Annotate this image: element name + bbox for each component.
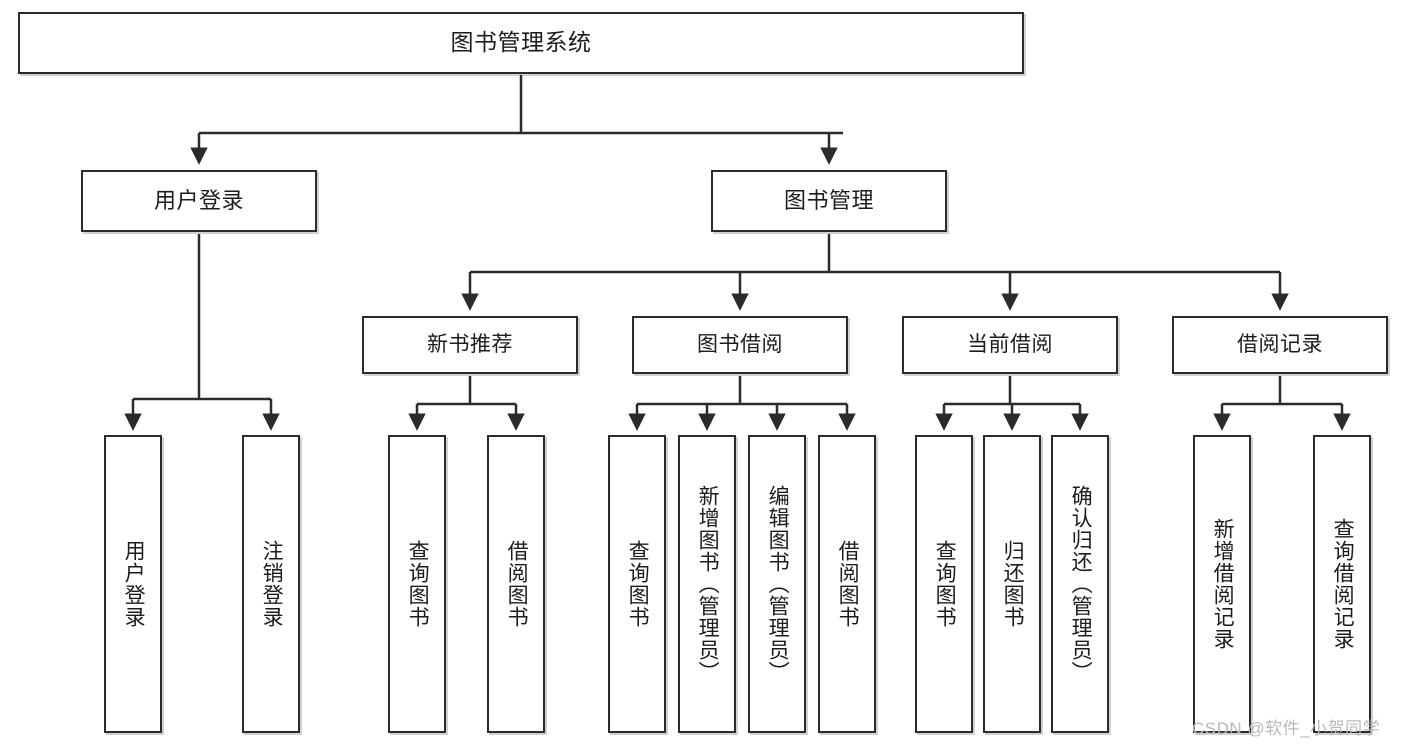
node-leaf-query-borrow-record[interactable]: 查询借阅记录 xyxy=(1313,435,1371,733)
node-root-label: 图书管理系统 xyxy=(450,29,592,56)
node-current-borrow-label: 当前借阅 xyxy=(967,332,1053,356)
node-leaf-add-book[interactable]: 新增图书（管理员） xyxy=(678,435,736,733)
node-leaf-logout-login-label: 注销登录 xyxy=(260,540,284,628)
node-leaf-query-book-3-label: 查询图书 xyxy=(933,540,957,628)
edges-new-book-recommend-to-leaves xyxy=(408,376,525,431)
node-leaf-add-borrow-record[interactable]: 新增借阅记录 xyxy=(1193,435,1251,733)
node-leaf-confirm-return[interactable]: 确认归还（管理员） xyxy=(1051,435,1109,733)
edges-borrow-record-to-leaves xyxy=(1213,376,1351,431)
edges-current-borrow-to-leaves xyxy=(935,376,1089,431)
node-leaf-user-login-label: 用户登录 xyxy=(122,540,146,628)
node-current-borrow[interactable]: 当前借阅 xyxy=(902,316,1118,374)
node-leaf-edit-book-label: 编辑图书（管理员） xyxy=(766,485,790,683)
node-book-management[interactable]: 图书管理 xyxy=(711,170,947,232)
node-book-borrow-label: 图书借阅 xyxy=(697,332,783,356)
node-leaf-add-book-label: 新增图书（管理员） xyxy=(696,485,720,683)
node-borrow-record[interactable]: 借阅记录 xyxy=(1172,316,1388,374)
node-leaf-borrow-book-2[interactable]: 借阅图书 xyxy=(818,435,876,733)
node-leaf-return-book-label: 归还图书 xyxy=(1001,540,1025,628)
node-leaf-query-book-3[interactable]: 查询图书 xyxy=(915,435,973,733)
node-leaf-query-book-2[interactable]: 查询图书 xyxy=(608,435,666,733)
node-new-book-recommend-label: 新书推荐 xyxy=(427,332,513,356)
node-leaf-logout-login[interactable]: 注销登录 xyxy=(242,435,300,733)
edges-book-manage-to-level3 xyxy=(461,234,1289,311)
node-leaf-query-book-1-label: 查询图书 xyxy=(406,540,430,628)
node-leaf-confirm-return-label: 确认归还（管理员） xyxy=(1069,485,1093,683)
node-book-borrow[interactable]: 图书借阅 xyxy=(632,316,848,374)
node-leaf-add-borrow-record-label: 新增借阅记录 xyxy=(1211,518,1235,650)
node-leaf-query-borrow-record-label: 查询借阅记录 xyxy=(1331,518,1355,650)
edges-user-login-to-leaves xyxy=(124,234,280,431)
node-leaf-borrow-book-1-label: 借阅图书 xyxy=(505,540,529,628)
node-book-management-label: 图书管理 xyxy=(783,188,874,214)
edges-book-borrow-to-leaves xyxy=(628,376,856,431)
node-new-book-recommend[interactable]: 新书推荐 xyxy=(362,316,578,374)
node-leaf-borrow-book-2-label: 借阅图书 xyxy=(836,540,860,628)
node-leaf-borrow-book-1[interactable]: 借阅图书 xyxy=(487,435,545,733)
node-user-login[interactable]: 用户登录 xyxy=(81,170,317,232)
node-leaf-query-book-1[interactable]: 查询图书 xyxy=(388,435,446,733)
node-leaf-edit-book[interactable]: 编辑图书（管理员） xyxy=(748,435,806,733)
node-leaf-return-book[interactable]: 归还图书 xyxy=(983,435,1041,733)
node-user-login-label: 用户登录 xyxy=(153,188,244,214)
node-leaf-user-login[interactable]: 用户登录 xyxy=(104,435,162,733)
csdn-watermark: CSDN @软件_小贺同学 xyxy=(1192,719,1381,738)
node-root-book-management-system[interactable]: 图书管理系统 xyxy=(18,12,1024,74)
node-leaf-query-book-2-label: 查询图书 xyxy=(626,540,650,628)
node-borrow-record-label: 借阅记录 xyxy=(1237,332,1323,356)
edges-root-to-level2 xyxy=(190,75,843,165)
